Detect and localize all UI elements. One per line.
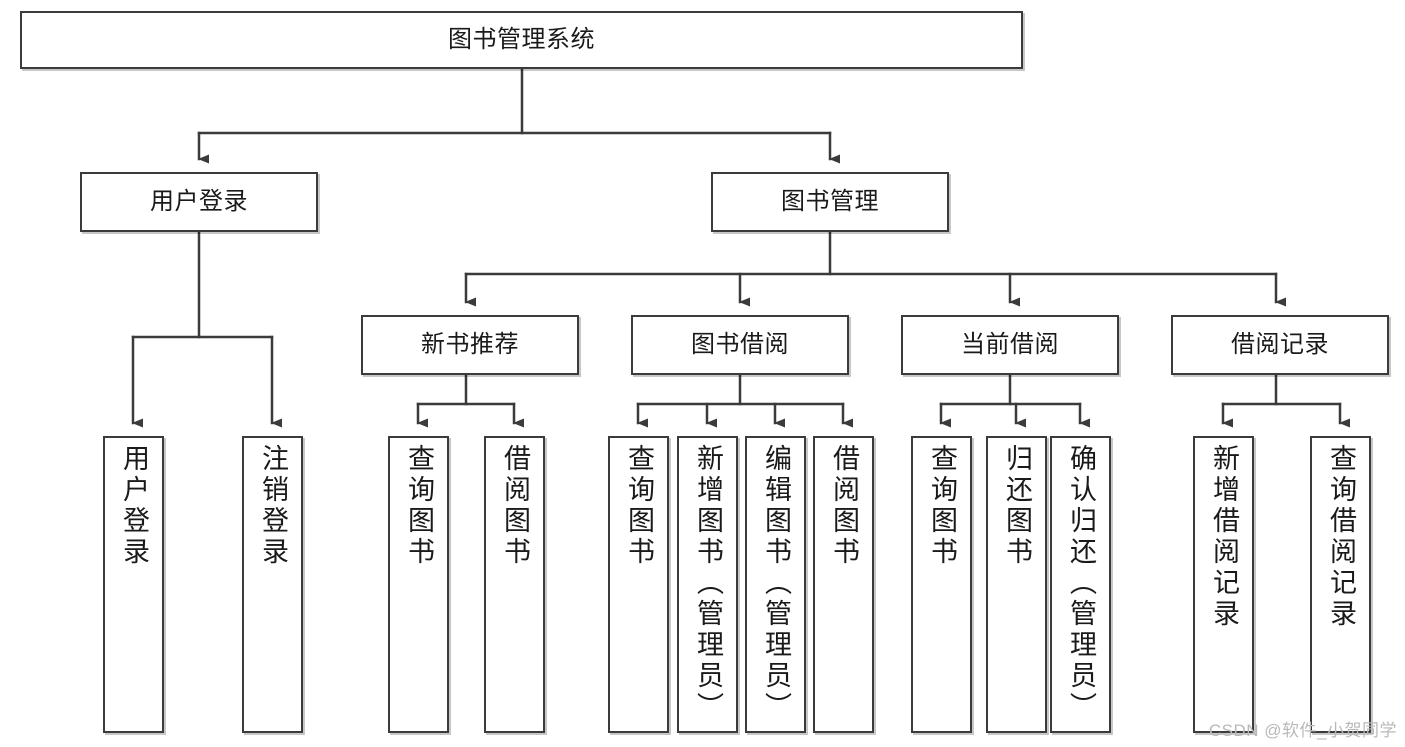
node-leaf-edit-book-admin[interactable]: 编辑图书（管理员） xyxy=(745,436,806,733)
node-label: 当前借阅 xyxy=(961,331,1059,359)
node-leaf-confirm-return-admin[interactable]: 确认归还（管理员） xyxy=(1050,436,1111,733)
node-current-borrow[interactable]: 当前借阅 xyxy=(901,315,1119,375)
node-label: 新增借阅记录 xyxy=(1209,444,1239,630)
node-leaf-borrow-book-recommend[interactable]: 借阅图书 xyxy=(484,436,545,733)
node-label: 查询图书 xyxy=(624,444,654,568)
node-leaf-query-book-borrow[interactable]: 查询图书 xyxy=(608,436,669,733)
node-label: 借阅图书 xyxy=(829,444,859,568)
node-user-login[interactable]: 用户登录 xyxy=(80,172,318,232)
node-leaf-return-book[interactable]: 归还图书 xyxy=(986,436,1047,733)
node-root[interactable]: 图书管理系统 xyxy=(20,11,1023,69)
node-leaf-logout[interactable]: 注销登录 xyxy=(242,436,303,733)
node-leaf-user-login[interactable]: 用户登录 xyxy=(103,436,164,733)
node-label: 借阅图书 xyxy=(500,444,530,568)
node-label: 注销登录 xyxy=(258,444,288,568)
node-label: 借阅记录 xyxy=(1231,331,1329,359)
node-label: 确认归还（管理员） xyxy=(1066,444,1096,723)
node-leaf-add-borrow-record[interactable]: 新增借阅记录 xyxy=(1193,436,1254,733)
node-leaf-add-book-admin[interactable]: 新增图书（管理员） xyxy=(677,436,738,733)
node-label: 新增图书（管理员） xyxy=(693,444,723,723)
node-label: 编辑图书（管理员） xyxy=(761,444,791,723)
node-label: 查询图书 xyxy=(927,444,957,568)
node-book-borrow[interactable]: 图书借阅 xyxy=(631,315,849,375)
node-label: 用户登录 xyxy=(150,188,248,216)
node-leaf-query-borrow-record[interactable]: 查询借阅记录 xyxy=(1310,436,1371,733)
node-new-book-recommend[interactable]: 新书推荐 xyxy=(361,315,579,375)
node-label: 新书推荐 xyxy=(421,331,519,359)
connector-lines xyxy=(131,67,1350,428)
node-book-management[interactable]: 图书管理 xyxy=(711,172,949,232)
node-label: 用户登录 xyxy=(119,444,149,568)
node-leaf-query-book-recommend[interactable]: 查询图书 xyxy=(388,436,449,733)
node-label: 查询借阅记录 xyxy=(1326,444,1356,630)
node-label: 查询图书 xyxy=(404,444,434,568)
node-leaf-borrow-book[interactable]: 借阅图书 xyxy=(813,436,874,733)
node-label: 归还图书 xyxy=(1002,444,1032,568)
node-label: 图书借阅 xyxy=(691,331,789,359)
node-label: 图书管理 xyxy=(781,188,879,216)
node-borrow-records[interactable]: 借阅记录 xyxy=(1171,315,1389,375)
node-label: 图书管理系统 xyxy=(448,26,595,54)
node-leaf-query-book-current[interactable]: 查询图书 xyxy=(911,436,972,733)
